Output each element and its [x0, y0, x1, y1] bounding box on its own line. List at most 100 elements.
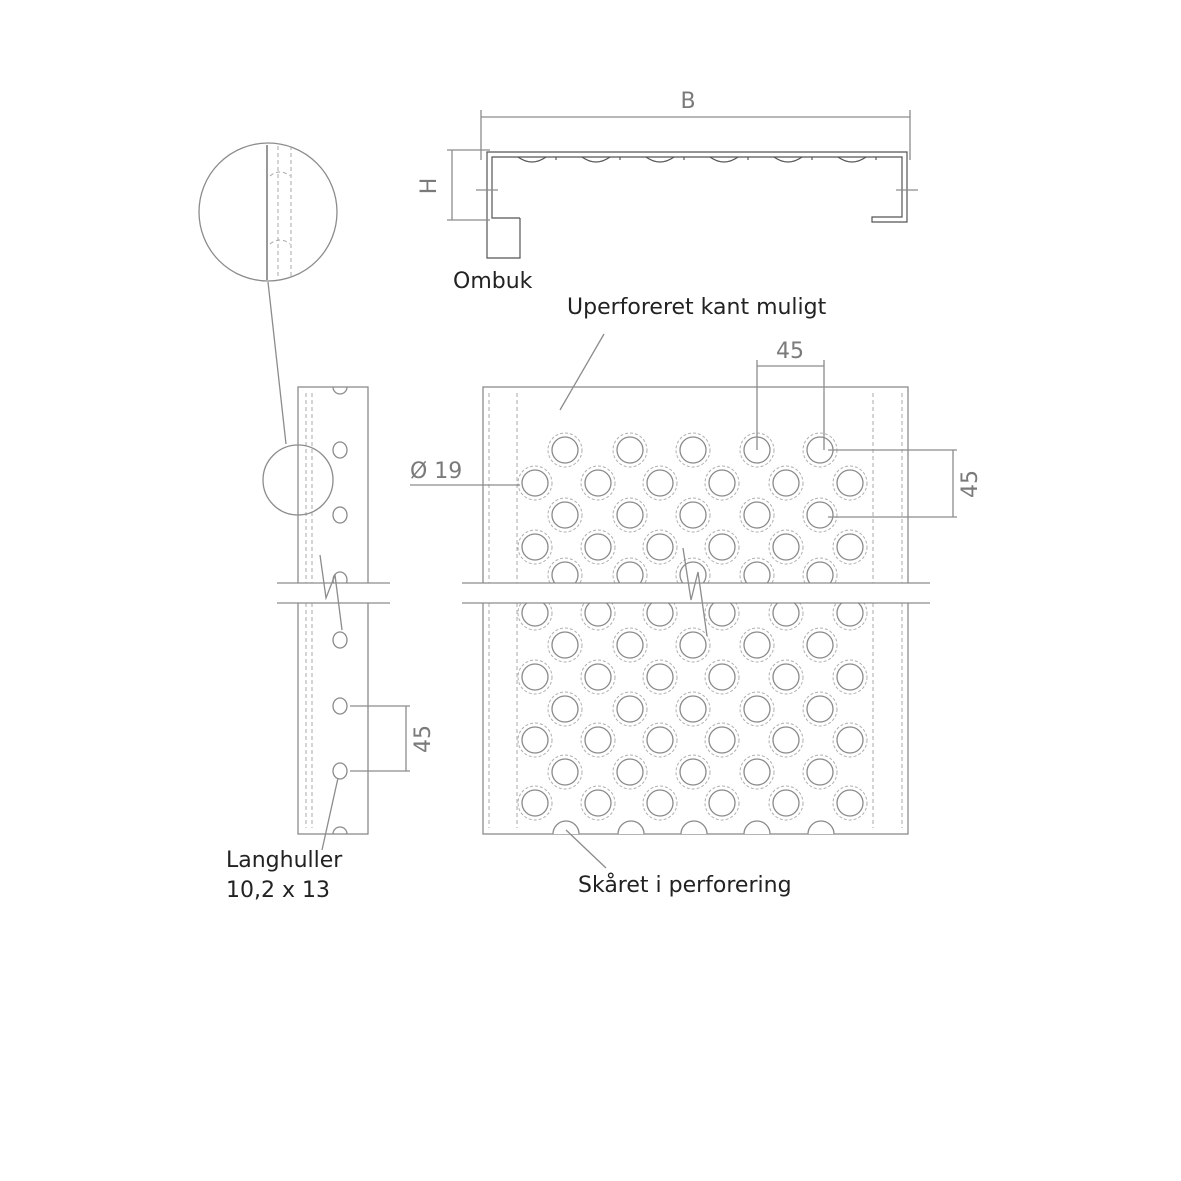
- perforation-hole: [806, 695, 834, 723]
- perforation-hole-ring: [768, 595, 804, 631]
- plan-view: Uperforeret kant muligt 45 45 Ø 19 Skåre…: [410, 295, 983, 898]
- perforation-hole: [836, 599, 864, 627]
- cut-hole: [680, 820, 708, 835]
- perforation-hole: [521, 533, 549, 561]
- perforation-hole-ring: [675, 627, 711, 663]
- side-slots: [332, 441, 348, 780]
- perforation-hole: [806, 631, 834, 659]
- perforation-hole-ring: [580, 465, 616, 501]
- cut-hole: [552, 820, 580, 835]
- perforation-hole: [679, 695, 707, 723]
- perforation-hole-ring: [675, 754, 711, 790]
- perforation-hole-ring: [704, 595, 740, 631]
- slot-hole: [332, 631, 348, 649]
- perforation-hole-ring: [642, 785, 678, 821]
- perforation-hole: [521, 663, 549, 691]
- perforation-hole: [646, 533, 674, 561]
- perforation-hole: [772, 789, 800, 817]
- side-view: 45 Langhuller 10,2 x 13: [226, 386, 436, 903]
- perforation-hole-ring: [517, 595, 553, 631]
- perforation-hole: [584, 789, 612, 817]
- perforation-hole-ring: [802, 497, 838, 533]
- perforation-hole: [836, 469, 864, 497]
- perforation-hole: [616, 695, 644, 723]
- perforation-hole-ring: [768, 785, 804, 821]
- perforation-hole-ring: [675, 497, 711, 533]
- slot-note-line1: Langhuller: [226, 848, 343, 873]
- slot-hole: [332, 762, 348, 780]
- perforation-hole-ring: [517, 722, 553, 758]
- perforation-hole-ring: [517, 659, 553, 695]
- slot-hole: [332, 441, 348, 459]
- perforation-hole: [806, 501, 834, 529]
- perforation-hole-ring: [739, 497, 775, 533]
- dimension-h-label: H: [417, 178, 442, 195]
- perforation-hole: [836, 663, 864, 691]
- fold-label: Ombuk: [453, 269, 533, 294]
- perforation-hole: [551, 631, 579, 659]
- perforation-hole: [806, 758, 834, 786]
- perforation-hole: [708, 726, 736, 754]
- slot-note-line2: 10,2 x 13: [226, 878, 330, 903]
- perforation-hole-ring: [768, 659, 804, 695]
- perforation-hole-ring: [517, 529, 553, 565]
- perforation-hole: [551, 501, 579, 529]
- perforation-hole: [616, 501, 644, 529]
- edge-note: Uperforeret kant muligt: [567, 295, 827, 320]
- perforation-hole-ring: [675, 691, 711, 727]
- detail-magnified: [198, 142, 338, 445]
- perforation-hole-ring: [612, 627, 648, 663]
- perforation-hole: [679, 758, 707, 786]
- perforation-hole-ring: [547, 497, 583, 533]
- profile-perforations: [517, 156, 877, 163]
- perforation-hole: [772, 599, 800, 627]
- perforation-hole: [679, 436, 707, 464]
- perforation-hole-ring: [675, 432, 711, 468]
- perforation-hole: [708, 469, 736, 497]
- perforation-hole-ring: [768, 529, 804, 565]
- perforation-pattern: [517, 432, 868, 835]
- perforation-hole-ring: [580, 529, 616, 565]
- profile-bump: [581, 156, 621, 163]
- perforation-hole-ring: [704, 529, 740, 565]
- perforation-hole: [772, 469, 800, 497]
- hole-diameter-label: Ø 19: [410, 459, 462, 484]
- perforation-hole-ring: [642, 465, 678, 501]
- perforation-hole-ring: [704, 465, 740, 501]
- perforation-hole: [584, 533, 612, 561]
- perforation-hole: [836, 789, 864, 817]
- perforation-hole: [584, 726, 612, 754]
- cut-hole: [617, 820, 645, 835]
- perforation-hole: [772, 726, 800, 754]
- perforation-hole-ring: [642, 659, 678, 695]
- perforation-hole: [646, 663, 674, 691]
- perforation-hole-ring: [739, 432, 775, 468]
- profile-bump: [773, 156, 813, 163]
- perforation-hole: [743, 695, 771, 723]
- slot-hole: [332, 506, 348, 524]
- perforation-hole: [708, 789, 736, 817]
- profile-bump: [709, 156, 749, 163]
- perforation-hole-ring: [802, 627, 838, 663]
- cut-hole: [743, 820, 771, 835]
- profile-bump: [645, 156, 685, 163]
- perforation-hole-ring: [739, 754, 775, 790]
- perforation-hole-ring: [580, 785, 616, 821]
- side-pitch-label: 45: [411, 725, 436, 753]
- perforation-hole: [584, 469, 612, 497]
- cut-note: Skåret i perforering: [578, 872, 792, 898]
- perforation-hole: [551, 695, 579, 723]
- perforation-hole-ring: [802, 691, 838, 727]
- perforation-hole-ring: [612, 497, 648, 533]
- perforation-hole-ring: [739, 691, 775, 727]
- perforation-hole: [743, 501, 771, 529]
- perforation-hole-ring: [642, 529, 678, 565]
- perforation-hole: [646, 599, 674, 627]
- perforation-hole: [616, 631, 644, 659]
- perforation-hole-ring: [547, 627, 583, 663]
- perforation-hole: [836, 726, 864, 754]
- perforation-hole-ring: [832, 722, 868, 758]
- perforation-hole: [679, 501, 707, 529]
- perforation-hole-ring: [832, 595, 868, 631]
